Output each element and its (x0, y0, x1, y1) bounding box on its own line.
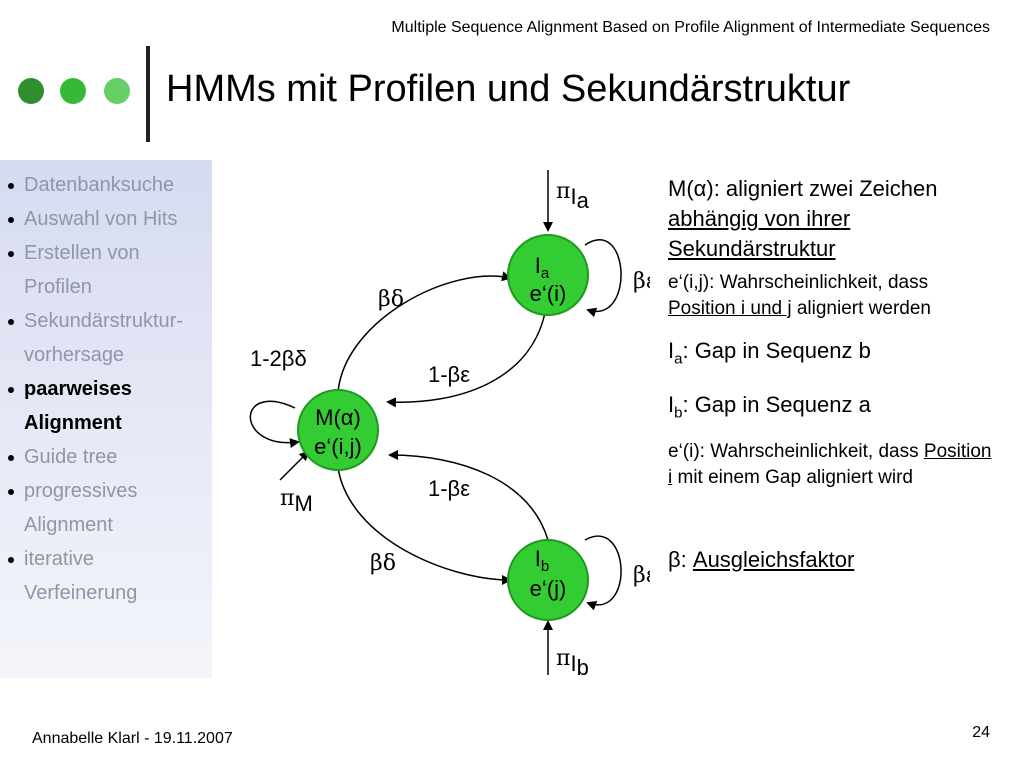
sidebar-item-label: iterative (24, 548, 95, 570)
m-to-ia-edge (337, 271, 512, 393)
sidebar-item-label: vorhersage (24, 344, 125, 366)
sidebar-item: Sekundärstruktur-vorhersage (6, 304, 212, 372)
green-dot-icon (104, 78, 130, 104)
state-ib-emission: e‘(j) (530, 576, 567, 601)
ia-explanation: Ia: Gap in Sequenz b (668, 338, 871, 368)
beta-delta-top-label: βδ (378, 287, 404, 312)
explanation-panel: M(α): aligniert zwei Zeichen abhängig vo… (668, 174, 998, 575)
m-to-ib-edge (337, 467, 512, 585)
m-alpha-explanation: M(α): aligniert zwei Zeichen abhängig vo… (668, 176, 938, 261)
beta-explanation: β: Ausgleichsfaktor (668, 546, 855, 572)
one-minus-be-bottom-label: 1-βε (428, 476, 470, 501)
sidebar-item: Datenbanksuche (6, 168, 212, 202)
pi-ib-label: πIb (556, 646, 589, 680)
sidebar-item-label: Alignment (24, 412, 122, 434)
hmm-diagram-svg: Ia e‘(i) M(α) e‘(i,j) Ib e‘(j) πIa πM πI… (249, 170, 650, 680)
ia-self-loop (584, 239, 622, 318)
sidebar-item-label: Alignment (24, 514, 113, 536)
sidebar-item-label: Auswahl von Hits (24, 208, 178, 230)
pi-m-arrow (279, 450, 310, 481)
ib-explanation: Ib: Gap in Sequenz a (668, 392, 871, 422)
footer-author: Annabelle Klarl - 19.11.2007 (32, 730, 233, 747)
sidebar-item-label: Sekundärstruktur- (24, 310, 183, 332)
sidebar-item-label: Profilen (24, 276, 92, 298)
one-minus-2bd-label: 1-2βδ (250, 346, 307, 371)
ib-to-m-edge (388, 450, 549, 541)
beta-eps-bottom-label: βε (633, 563, 650, 588)
e-i-explanation: e‘(i): Wahrscheinlichkeit, dass Position… (668, 440, 992, 488)
title-divider (146, 46, 150, 142)
one-minus-be-top-label: 1-βε (428, 362, 470, 387)
ia-to-m-edge (386, 312, 546, 408)
decorative-dots (18, 78, 138, 104)
state-ia (507, 234, 589, 316)
sidebar-item: Auswahl von Hits (6, 202, 212, 236)
page-number: 24 (972, 724, 990, 741)
header-subtitle: Multiple Sequence Alignment Based on Pro… (391, 19, 990, 36)
state-m (297, 389, 379, 471)
state-m-name: M(α) (315, 405, 361, 430)
beta-eps-top-label: βε (633, 269, 650, 294)
state-ia-emission: e‘(i) (530, 281, 567, 306)
hmm-diagram: Ia e‘(i) M(α) e‘(i,j) Ib e‘(j) πIa πM πI… (230, 150, 650, 690)
state-ia-name: Ia (535, 253, 550, 282)
sidebar-item-label: Verfeinerung (24, 582, 138, 604)
sidebar-item-label: progressives (24, 480, 138, 502)
state-ib (507, 539, 589, 621)
ib-self-loop (584, 535, 622, 611)
sidebar-item-label: Datenbanksuche (24, 174, 175, 196)
sidebar-item-label: paarweises (24, 378, 132, 400)
pi-ia-label: πIa (556, 179, 590, 213)
beta-delta-bottom-label: βδ (370, 551, 396, 576)
sidebar-item-label: Guide tree (24, 446, 118, 468)
state-ib-name: Ib (535, 546, 549, 575)
pi-m-label: πM (280, 486, 313, 516)
sidebar-item: Guide tree (6, 440, 212, 474)
sidebar-item-label: Erstellen von (24, 242, 140, 264)
e-ij-explanation: e‘(i,j): Wahrscheinlichkeit, dass Positi… (668, 272, 931, 319)
slide-title: HMMs mit Profilen und Sekundärstruktur (166, 68, 851, 110)
m-self-loop (249, 400, 300, 448)
green-dot-icon (60, 78, 86, 104)
green-dot-icon (18, 78, 44, 104)
state-m-emission: e‘(i,j) (314, 434, 362, 459)
